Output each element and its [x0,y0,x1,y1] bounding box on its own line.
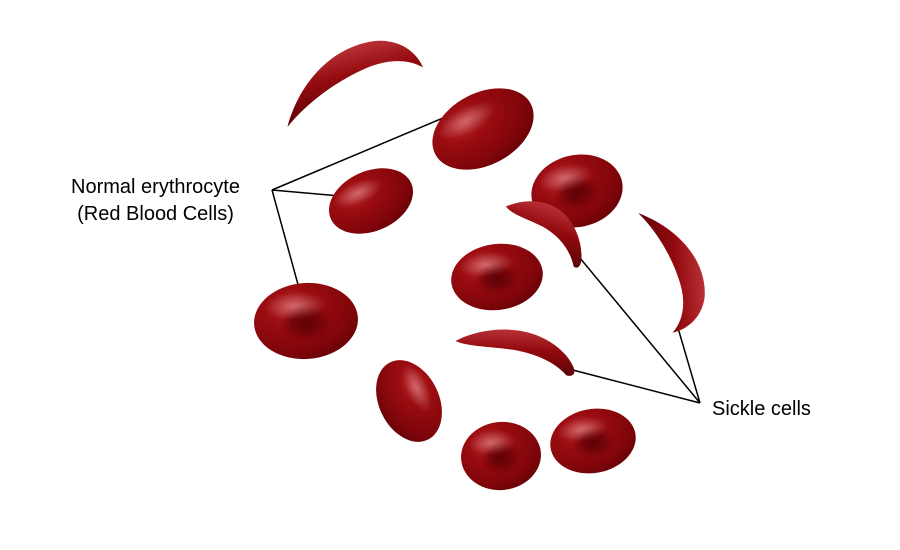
pointer-line-normal [271,189,303,300]
pointer-lines-layer [271,109,701,404]
normal-rbc-cell [376,360,442,442]
pointer-line-normal [271,109,463,191]
label-normal-line2: (Red Blood Cells) [77,203,234,225]
label-sickle-cells: Sickle cells [712,398,811,420]
pointer-line-sickle [574,251,701,404]
pointer-line-sickle [677,327,701,404]
cells-layer [254,30,709,491]
label-normal-line1: Normal erythrocyte [71,176,240,198]
pointer-line-normal [271,189,341,197]
normal-rbc-cell [550,408,636,474]
normal-rbc-cell [461,421,541,491]
sickle-cell [272,30,430,127]
sickle-cell [454,327,576,377]
label-normal-erythrocyte: Normal erythrocyte (Red Blood Cells) [38,174,273,228]
normal-rbc-cell [432,88,534,170]
pointer-line-sickle [564,367,701,404]
normal-rbc-cell [328,168,414,234]
normal-rbc-cell [451,243,543,311]
sickle-cell [638,207,709,335]
normal-rbc-cell [254,282,358,360]
